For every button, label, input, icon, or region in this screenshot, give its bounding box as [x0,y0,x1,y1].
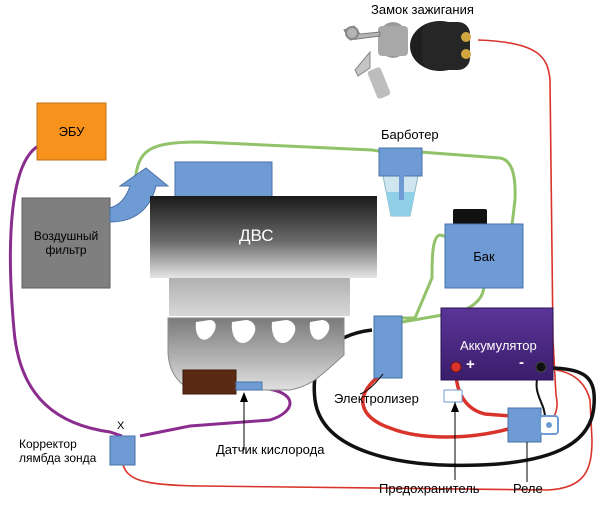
signal-wire-oxygen-sensor [139,386,292,438]
oxygen-sensor-body [182,369,237,395]
gas-hose-bubbler-tank [419,150,517,226]
engine-lower-block [169,278,350,316]
electrolyzer-box [373,315,403,379]
power-wire-corrector [121,369,593,491]
bubbler-label: Барботер [381,127,439,142]
air-filter-label-line1: Воздушный [33,229,99,243]
lambda-corrector-label-line1: Корректор [19,437,77,451]
bubbler-icon [378,147,423,217]
intake-arrow [109,167,170,223]
tank-cap [453,209,487,227]
gas-hose-intake [133,140,386,183]
fuse-box [443,389,463,403]
lambda-corrector-label: Корректор лямбда зонда [19,437,97,466]
relay-box [507,407,542,443]
engine-label: ДВС [239,226,274,245]
tank-box [444,223,524,289]
power-wire-relay-electrolyzer [361,370,513,439]
relay-label: Реле [513,481,543,496]
fuse-label: Предохранитель [379,481,480,496]
electrolyzer-label: Электролизер [334,391,419,406]
water-hose-tank-electrolyzer [402,233,453,320]
ecu-box [36,102,107,161]
air-filter-label-line2: фильтр [45,243,87,257]
tank-label: Бак [473,248,495,264]
air-filter-box [21,197,111,289]
battery-plus-terminal [450,361,462,373]
oxygen-sensor-label: Датчик кислорода [216,442,325,457]
battery-minus-label: - [519,354,524,371]
ecu-label: ЭБУ [58,124,85,139]
engine-block [150,196,377,278]
battery-minus-terminal [535,361,547,373]
battery-label: Аккумулятор [460,338,537,353]
lambda-corrector-label-line2: лямбда зонда [19,450,97,465]
air-filter-label: Воздушный фильтр [22,198,110,288]
oxygen-sensor-tip [235,381,263,391]
ignition-switch-label: Замок зажигания [371,2,474,17]
lambda-corrector-box [109,435,136,466]
signal-wire-ecu [8,143,123,438]
ignition-switch-icon [343,21,471,99]
battery-plus-label: + [466,356,475,373]
wire-junction-x: X [117,420,125,432]
